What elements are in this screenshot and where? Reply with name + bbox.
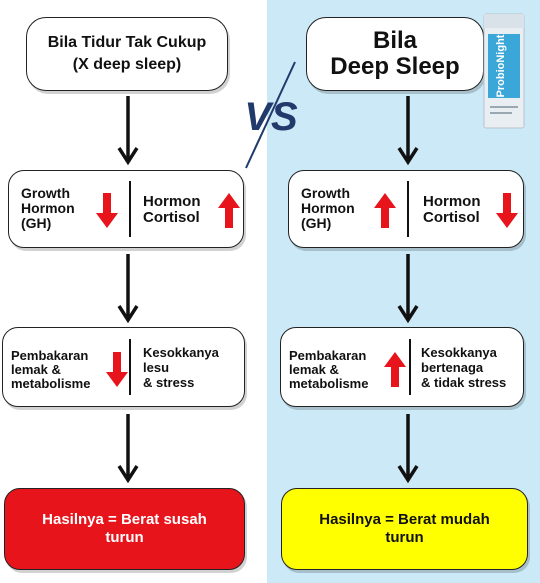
- right-title-box: Bila Deep Sleep: [306, 17, 484, 91]
- left-gh-down-arrow-icon: [96, 193, 118, 228]
- left-title-box: Bila Tidur Tak Cukup (X deep sleep): [26, 17, 228, 91]
- right-row1-divider: [407, 181, 409, 237]
- right-metabolism-box: Pembakaran lemak & metabolisme Kesokkany…: [280, 327, 524, 407]
- vs-slash: [245, 61, 296, 169]
- left-metabolism-label: Pembakaran lemak & metabolisme: [11, 348, 91, 391]
- product-box-icon: ProbioNight: [483, 13, 525, 129]
- left-flow-arrow-2-icon: [117, 254, 139, 324]
- right-gh-cell: Growth Hormon (GH): [289, 171, 407, 247]
- right-result-box: Hasilnya = Berat mudah turun: [281, 488, 528, 570]
- left-cortisol-label: Hormon Cortisol: [143, 193, 201, 226]
- left-metabolism-box: Pembakaran lemak & metabolisme Kesokkany…: [2, 327, 245, 407]
- right-hormone-box: Growth Hormon (GH) Hormon Cortisol: [288, 170, 524, 248]
- left-cortisol-up-arrow-icon: [218, 193, 240, 228]
- right-flow-arrow-1-icon: [397, 96, 419, 166]
- left-row2-divider: [129, 339, 131, 395]
- left-gh-label: Growth Hormon (GH): [21, 185, 75, 231]
- left-flow-arrow-3-icon: [117, 414, 139, 484]
- right-cortisol-cell: Hormon Cortisol: [409, 171, 523, 247]
- product-brand: ProbioNight: [495, 34, 507, 97]
- right-gh-label: Growth Hormon (GH): [301, 185, 355, 231]
- right-metabolism-cell: Pembakaran lemak & metabolisme: [281, 328, 409, 406]
- right-gh-up-arrow-icon: [374, 193, 396, 228]
- right-metabolism-label: Pembakaran lemak & metabolisme: [289, 348, 369, 391]
- right-title-line1: Bila: [372, 27, 417, 54]
- right-flow-arrow-2-icon: [397, 254, 419, 324]
- left-mood-cell: Kesokkanya lesu & stress: [131, 328, 244, 406]
- right-cortisol-down-arrow-icon: [496, 193, 518, 228]
- right-title-line2: Deep Sleep: [330, 53, 460, 80]
- left-mood-label: Kesokkanya lesu & stress: [143, 345, 219, 390]
- right-result-text: Hasilnya = Berat mudah turun: [319, 511, 490, 546]
- right-cortisol-label: Hormon Cortisol: [423, 193, 481, 226]
- vs-mark: VS: [244, 61, 298, 169]
- left-row1-divider: [129, 181, 131, 237]
- right-metabolism-up-arrow-icon: [384, 352, 406, 387]
- left-panel: [0, 0, 267, 583]
- left-title-line2: (X deep sleep): [72, 56, 182, 73]
- left-hormone-box: Growth Hormon (GH) Hormon Cortisol: [8, 170, 244, 248]
- right-flow-arrow-3-icon: [397, 414, 419, 484]
- right-row2-divider: [409, 339, 411, 395]
- left-title-line1: Bila Tidur Tak Cukup: [47, 34, 207, 51]
- left-cortisol-cell: Hormon Cortisol: [131, 171, 243, 247]
- left-gh-cell: Growth Hormon (GH): [9, 171, 129, 247]
- left-result-text: Hasilnya = Berat susah turun: [42, 511, 207, 546]
- right-mood-cell: Kesokkanya bertenaga & tidak stress: [411, 328, 523, 406]
- vs-text: VS: [244, 95, 298, 139]
- right-mood-label: Kesokkanya bertenaga & tidak stress: [421, 345, 507, 390]
- left-result-box: Hasilnya = Berat susah turun: [4, 488, 245, 570]
- left-metabolism-down-arrow-icon: [106, 352, 128, 387]
- left-flow-arrow-1-icon: [117, 96, 139, 166]
- left-metabolism-cell: Pembakaran lemak & metabolisme: [3, 328, 129, 406]
